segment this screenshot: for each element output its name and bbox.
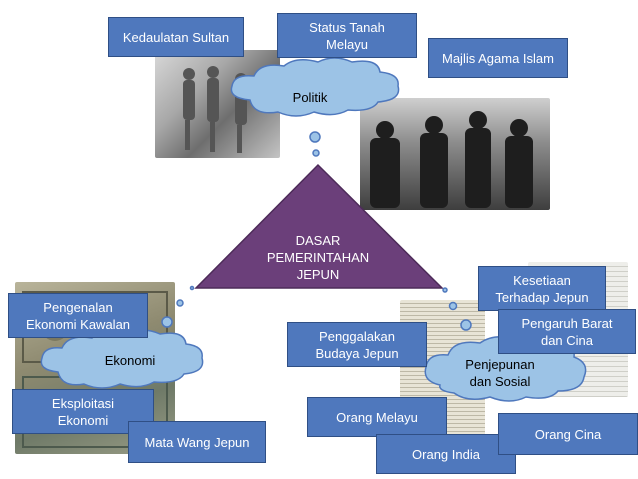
orang-cina-box: Orang Cina (498, 413, 638, 455)
connector-dot (312, 149, 320, 157)
pengenalan-ekonomi-kawalan-box: Pengenalan Ekonomi Kawalan (8, 293, 148, 338)
connector-dot (161, 316, 173, 328)
connector-dot (460, 319, 472, 331)
status-tanah-melayu-box: Status Tanah Melayu (277, 13, 417, 58)
kesetiaan-terhadap-jepun-box: Kesetiaan Terhadap Jepun (478, 266, 606, 311)
mata-wang-jepun-box: Mata Wang Jepun (128, 421, 266, 463)
center-triangle (194, 163, 444, 289)
politik-cloud (230, 57, 400, 117)
connector-dot (309, 131, 321, 143)
penggalakan-budaya-jepun-box: Penggalakan Budaya Jepun (287, 322, 427, 367)
orang-india-box: Orang India (376, 434, 516, 474)
politik-label: Politik (292, 90, 328, 105)
ekonomi-cloud (40, 329, 204, 389)
orang-melayu-box: Orang Melayu (307, 397, 447, 437)
kedaulatan-sultan-box: Kedaulatan Sultan (108, 17, 244, 57)
center-label: DASAR PEMERINTAHAN JEPUN (266, 233, 370, 282)
pengaruh-barat-dan-cina-box: Pengaruh Barat dan Cina (498, 309, 636, 354)
connector-dot (442, 287, 448, 293)
connector-dot (176, 299, 184, 307)
sosial-label: Penjepunan dan Sosial (465, 357, 535, 389)
surrender-photo (360, 98, 550, 210)
connector-dots (161, 131, 472, 331)
ekonomi-label: Ekonomi (104, 353, 156, 368)
connector-dot (448, 301, 458, 311)
connector-dot (189, 285, 195, 291)
majlis-agama-islam-box: Majlis Agama Islam (428, 38, 568, 78)
